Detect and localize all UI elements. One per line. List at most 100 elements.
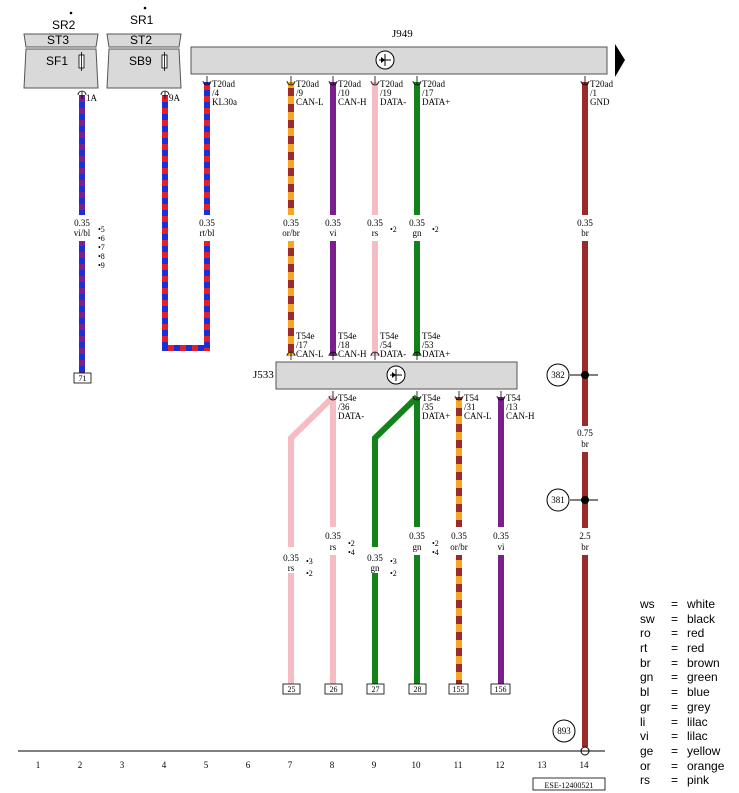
- track-number: 7: [288, 760, 293, 770]
- wire-labels-lower: 0.35 rs 0.35 rs 0.35 gn 0.35 gn 0.35 or/…: [283, 428, 593, 573]
- pin-signal: DATA-: [380, 97, 406, 107]
- fuse-output-label: 1A: [86, 93, 98, 103]
- wire-vi-bl: [79, 241, 85, 373]
- fuse-output-label: 9A: [169, 93, 181, 103]
- legend-equals: =: [671, 611, 679, 626]
- pin-number: /54: [380, 340, 392, 350]
- wire-size: 0.35: [325, 531, 341, 541]
- legend-equals: =: [671, 641, 679, 656]
- pin-symbol: [412, 391, 422, 401]
- wire-br: [582, 82, 588, 215]
- legend-code: ro: [640, 626, 651, 641]
- terminal-number: 27: [372, 685, 380, 694]
- ground-point-label: 381: [551, 495, 565, 505]
- pin-number: /35: [422, 402, 434, 412]
- track-number: 5: [204, 760, 209, 770]
- footnote-ref: •3: [390, 557, 397, 566]
- legend-code: ge: [640, 743, 654, 758]
- wire-br: [582, 241, 588, 426]
- wire-color: or/br: [282, 228, 300, 238]
- module-box: [190, 46, 608, 75]
- track-number: 14: [580, 760, 590, 770]
- pin-number: /4: [212, 88, 220, 98]
- pin-signal: DATA-: [380, 349, 406, 359]
- footnote-ref: •2: [432, 539, 439, 548]
- fuse-group-1: SR2 ST3 SF1: [23, 11, 99, 89]
- terminal-box: [448, 683, 469, 695]
- pin-connector: T20ad: [296, 79, 319, 89]
- wire-or-br: [288, 82, 294, 215]
- wire-size: 0.35: [283, 218, 299, 228]
- legend-name: black: [687, 611, 716, 626]
- terminal-box: [73, 372, 92, 384]
- pin-symbol: [202, 76, 212, 86]
- legend-row: rs=pink: [640, 773, 739, 788]
- module-j949: J949: [190, 28, 625, 77]
- pin-number: /10: [338, 88, 350, 98]
- legend-row: sw=black: [640, 612, 739, 627]
- legend-equals: =: [671, 729, 679, 744]
- wire-gn: [414, 82, 420, 215]
- pin-connector: T54e: [380, 331, 399, 341]
- module-label: J949: [392, 28, 413, 40]
- wire-color: or/br: [450, 542, 468, 552]
- wire-rt-bl: [162, 345, 210, 351]
- legend-row: ws=white: [640, 597, 739, 612]
- footnote-ref: •3: [306, 557, 313, 566]
- pin-number: /31: [464, 402, 476, 412]
- ground-point-label: 893: [557, 726, 571, 736]
- legend-equals: =: [671, 670, 679, 685]
- wire-color: rt/bl: [200, 228, 215, 238]
- legend-equals: =: [671, 626, 679, 641]
- j949-pin-labels: T20ad /4 KL30a T20ad /9 CAN-L T20ad /10 …: [212, 79, 613, 107]
- footnote-ref: •2: [390, 225, 397, 234]
- wire-color: gn: [371, 563, 381, 573]
- legend-name: red: [687, 641, 705, 656]
- legend-row: bl=blue: [640, 685, 739, 700]
- terminal-box: [408, 683, 427, 695]
- legend-code: bl: [640, 685, 650, 700]
- terminal-label: ST2: [130, 33, 152, 47]
- terminal-box: [324, 683, 343, 695]
- wire-size: 0.35: [493, 531, 509, 541]
- pin-signal: DATA+: [422, 411, 450, 421]
- track-number: 12: [496, 760, 505, 770]
- ground-point-circle: [546, 488, 570, 512]
- pin-signal: CAN-L: [296, 97, 324, 107]
- wire-gn: [414, 241, 420, 356]
- ground-junction-dot: [581, 371, 589, 379]
- terminal-label: ST3: [47, 33, 69, 47]
- track-number: 6: [246, 760, 251, 770]
- wire-size: 0.75: [577, 428, 593, 438]
- wire-gn: [414, 397, 420, 527]
- fuse-label: SB9: [129, 54, 152, 68]
- pin-connector: T20ad: [380, 79, 403, 89]
- legend-row: ro=red: [640, 626, 739, 641]
- legend-code: li: [640, 714, 646, 729]
- wire-vi: [498, 397, 504, 527]
- wire-color: br: [581, 228, 589, 238]
- pin-number: /36: [338, 402, 350, 412]
- wire-vi-bl: [79, 95, 85, 215]
- pin-symbol: [328, 391, 338, 401]
- track-number: 2: [78, 760, 83, 770]
- wire-vi: [498, 555, 504, 684]
- terminal-number: 156: [495, 685, 507, 694]
- wire-color: vi: [329, 228, 337, 238]
- wire-vi: [330, 82, 336, 215]
- relay-dot: [69, 11, 73, 15]
- legend-row: or=orange: [640, 759, 739, 774]
- wire-color: gn: [413, 542, 423, 552]
- footnote-ref: •2: [432, 225, 439, 234]
- wire-or-br: [456, 555, 462, 684]
- terminal-number: 155: [453, 685, 465, 694]
- control-unit-icon: [375, 50, 395, 70]
- fuse-group-2: SR1 ST2 SB9: [106, 6, 182, 89]
- pin-number: /17: [296, 340, 308, 350]
- wire-size: 0.35: [367, 553, 383, 563]
- wire-size: 0.35: [199, 218, 215, 228]
- pin-connector: T54e: [338, 331, 357, 341]
- wire-or-br: [288, 241, 294, 356]
- pin-symbol: [496, 391, 506, 401]
